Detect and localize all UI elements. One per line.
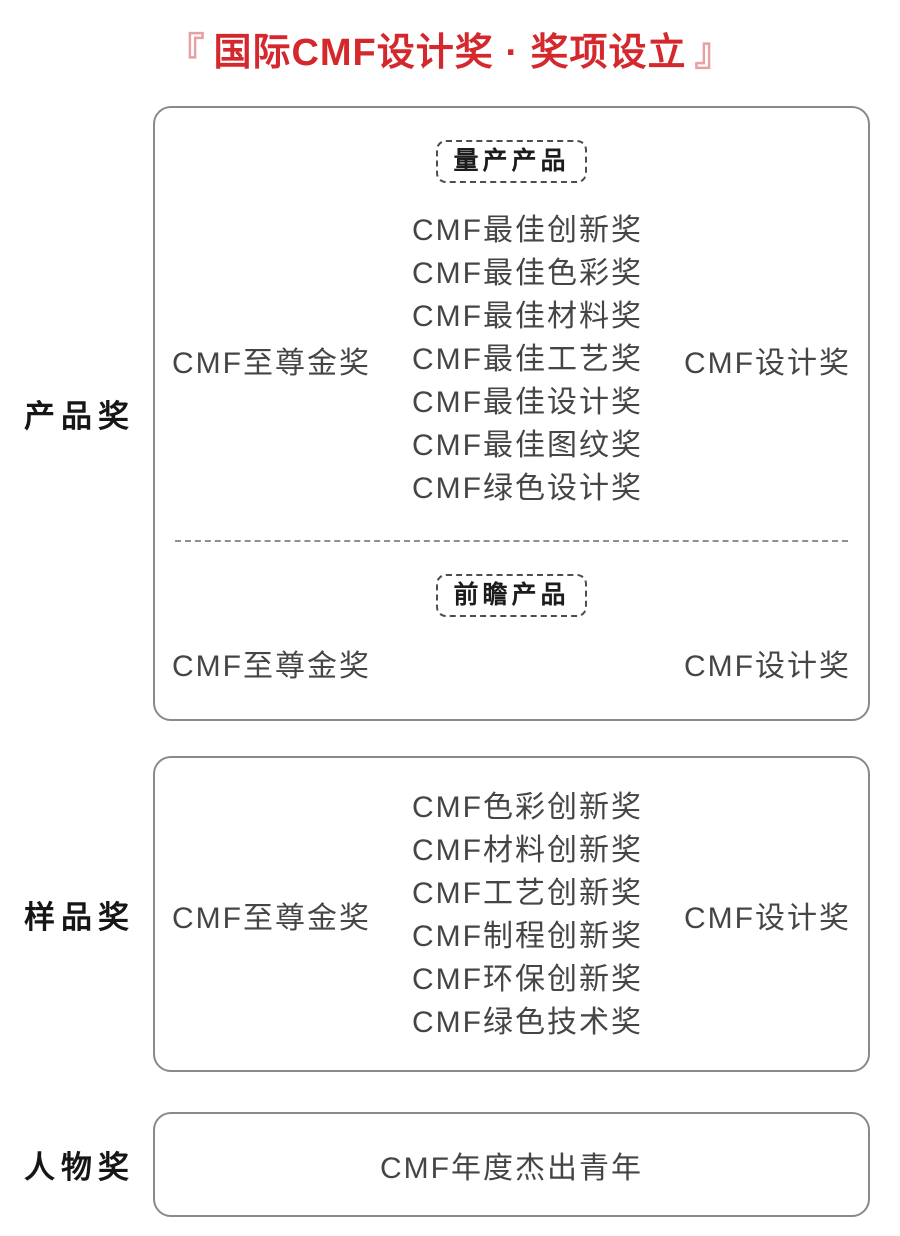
page-title: 『国际CMF设计奖 · 奖项设立』 [0, 0, 900, 76]
award-item: CMF最佳材料奖 [412, 300, 643, 333]
mass-production-grid: CMF至尊金奖 CMF最佳创新奖 CMF最佳色彩奖 CMF最佳材料奖 CMF最佳… [155, 209, 868, 510]
person-award-box: CMF年度杰出青年 [153, 1112, 870, 1217]
sample-grid: CMF至尊金奖 CMF色彩创新奖 CMF材料创新奖 CMF工艺创新奖 CMF制程… [155, 786, 868, 1044]
sample-awards-box: CMF至尊金奖 CMF色彩创新奖 CMF材料创新奖 CMF工艺创新奖 CMF制程… [153, 756, 870, 1072]
award-supreme-gold: CMF至尊金奖 [172, 650, 371, 683]
award-design: CMF设计奖 [684, 902, 851, 935]
award-outstanding-youth: CMF年度杰出青年 [380, 1151, 643, 1185]
forward-looking-row: CMF至尊金奖 CMF设计奖 [155, 617, 868, 719]
title-bracket-right: 』 [694, 32, 734, 74]
award-item: CMF色彩创新奖 [412, 791, 643, 824]
award-item: CMF绿色技术奖 [412, 1006, 643, 1039]
sample-award-list: CMF色彩创新奖 CMF材料创新奖 CMF工艺创新奖 CMF制程创新奖 CMF环… [371, 786, 684, 1044]
mass-production-award-list: CMF最佳创新奖 CMF最佳色彩奖 CMF最佳材料奖 CMF最佳工艺奖 CMF最… [371, 209, 684, 510]
award-item: CMF工艺创新奖 [412, 877, 643, 910]
award-item: CMF材料创新奖 [412, 834, 643, 867]
award-item: CMF最佳图纹奖 [412, 429, 643, 462]
section-label-sample: 样品奖 [24, 899, 135, 935]
product-awards-box: 量产产品 CMF至尊金奖 CMF最佳创新奖 CMF最佳色彩奖 CMF最佳材料奖 … [153, 106, 870, 721]
award-item: CMF制程创新奖 [412, 920, 643, 953]
badge-row-forward-looking: 前瞻产品 [155, 574, 868, 617]
dashed-divider [175, 540, 848, 542]
section-person-award: 人物奖 CMF年度杰出青年 [0, 1112, 900, 1217]
badge-row-mass-production: 量产产品 [155, 140, 868, 183]
award-design: CMF设计奖 [684, 650, 851, 683]
award-item: CMF最佳色彩奖 [412, 257, 643, 290]
section-sample-awards: 样品奖 CMF至尊金奖 CMF色彩创新奖 CMF材料创新奖 CMF工艺创新奖 C… [0, 756, 900, 1072]
award-item: CMF绿色设计奖 [412, 472, 643, 505]
section-product-awards: 产品奖 量产产品 CMF至尊金奖 CMF最佳创新奖 CMF最佳色彩奖 CMF最佳… [0, 106, 900, 721]
section-label-product: 产品奖 [24, 399, 135, 434]
award-item: CMF最佳工艺奖 [412, 343, 643, 376]
award-item: CMF环保创新奖 [412, 963, 643, 996]
award-item: CMF最佳创新奖 [412, 214, 643, 247]
page-title-text: 国际CMF设计奖 · 奖项设立 [213, 32, 687, 74]
title-bracket-left: 『 [166, 32, 206, 74]
section-label-person: 人物奖 [24, 1150, 135, 1185]
award-supreme-gold: CMF至尊金奖 [172, 346, 371, 380]
award-item: CMF最佳设计奖 [412, 386, 643, 419]
award-supreme-gold: CMF至尊金奖 [172, 902, 371, 935]
badge-forward-looking: 前瞻产品 [436, 574, 587, 617]
badge-mass-production: 量产产品 [436, 140, 587, 183]
award-design: CMF设计奖 [684, 346, 851, 380]
